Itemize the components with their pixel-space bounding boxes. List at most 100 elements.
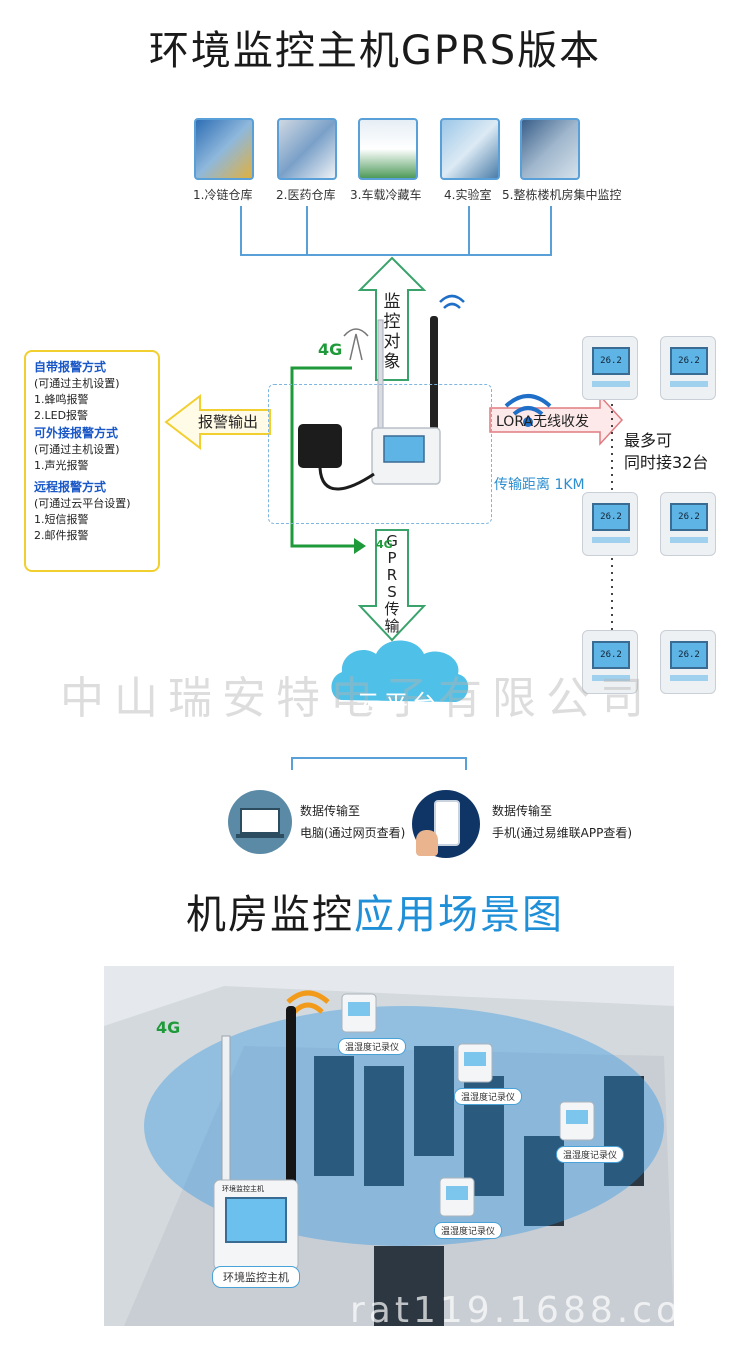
scenario-label: 1.冷链仓库	[193, 188, 253, 202]
pc-output-text: 数据传输至 电脑(通过网页查看)	[300, 800, 405, 844]
scenario-label: 5.整栋楼机房集中监控	[502, 188, 622, 202]
green-signal-line	[290, 366, 354, 548]
lora-label: LORA无线收发	[496, 414, 590, 430]
alarm-item: 1.蜂鸣报警	[34, 393, 89, 406]
alarm-item: 1.短信报警	[34, 513, 89, 526]
sensor-device: 26.2	[660, 492, 716, 556]
arrow-char: 输	[384, 617, 400, 635]
phone-output-line: 手机(通过易维联APP查看)	[492, 826, 633, 840]
sensor-device: 26.2	[660, 336, 716, 400]
host-antenna-right	[430, 316, 438, 436]
power-cable	[318, 467, 375, 491]
alarm-output-label: 报警输出	[198, 413, 259, 431]
tower-icon	[343, 328, 369, 361]
bracket-line	[240, 254, 552, 256]
recorder-label: 温湿度记录仪	[434, 1222, 503, 1239]
pc-icon	[228, 790, 292, 854]
sensor-screen: 26.2	[670, 347, 708, 375]
cold-storage-image	[194, 118, 254, 180]
gprs-arrow-text: G P R S 传 输	[380, 533, 404, 635]
server-room-scene: 4G 环境监控主机 温湿度记录仪 温湿度记录仪 温湿度记录仪 温湿度记录仪 环境…	[104, 966, 674, 1326]
lora-wifi-icon	[504, 394, 552, 427]
scene-title-part-b: 应用场景图	[354, 892, 564, 938]
power-adapter	[298, 424, 342, 468]
signal-4g-label: 4G	[318, 340, 343, 359]
pc-output-line: 数据传输至	[300, 804, 361, 818]
alarm-section-title: 远程报警方式	[34, 480, 107, 494]
sensor-screen: 26.2	[592, 503, 630, 531]
arrow-char: 对	[383, 332, 401, 352]
monitor-arrow-text: 监 控 对 象	[380, 292, 404, 372]
page-title: 环境监控主机GPRS版本	[148, 28, 602, 74]
scene-host-screen-title: 环境监控主机	[222, 1185, 264, 1193]
pharma-warehouse-image	[277, 118, 337, 180]
center-diagram	[164, 256, 624, 770]
sensor-screen: 26.2	[592, 347, 630, 375]
arrow-char: 传	[384, 600, 400, 618]
arrow-char: 监	[383, 292, 401, 312]
alarm-arrow-shape	[164, 393, 271, 451]
phone-output-text: 数据传输至 手机(通过易维联APP查看)	[492, 800, 632, 844]
scene-host-screen	[225, 1197, 287, 1243]
alarm-item: 2.LED报警	[34, 409, 89, 422]
recorder-label: 温湿度记录仪	[338, 1038, 407, 1055]
scene-4g-label: 4G	[156, 1018, 181, 1037]
device-count-line: 最多可	[624, 431, 673, 450]
sensor-device: 26.2	[582, 630, 638, 694]
alarm-item: 2.邮件报警	[34, 529, 89, 542]
alarm-item: 1.声光报警	[34, 459, 89, 472]
bracket-line	[550, 206, 552, 256]
scene-antenna-left	[221, 1035, 231, 1187]
arrow-char: G	[386, 532, 398, 550]
scene-title-part-a: 机房监控	[186, 892, 354, 938]
cloud-bracket	[291, 757, 467, 770]
sensor-device: 26.2	[582, 492, 638, 556]
bracket-line	[240, 206, 242, 256]
arrow-char: P	[387, 549, 397, 567]
company-watermark: 中山瑞安特电子有限公司	[60, 673, 654, 724]
sensor-screen: 26.2	[670, 641, 708, 669]
alarm-section-sub: (可通过云平台设置)	[34, 497, 131, 510]
orange-wifi-icon	[286, 990, 330, 1014]
phone-output-line: 数据传输至	[492, 804, 553, 818]
alarm-section-sub: (可通过主机设置)	[34, 377, 120, 390]
sensor-device: 26.2	[660, 630, 716, 694]
arrow-char: 象	[383, 352, 401, 372]
scenario-label: 3.车载冷藏车	[350, 188, 422, 202]
sensor-screen: 26.2	[592, 641, 630, 669]
gprs-arrow-shape	[357, 529, 427, 642]
laboratory-image	[440, 118, 500, 180]
arrow-char: 控	[383, 312, 401, 332]
server-room-image	[520, 118, 580, 180]
alarm-section-title: 自带报警方式	[34, 360, 107, 374]
device-count-line: 同时接32台	[624, 453, 709, 472]
signal-4g-small-label: 4G	[376, 538, 393, 551]
alarm-section-title: 可外接报警方式	[34, 426, 119, 440]
cloud-platform-label: 云平台	[356, 690, 440, 718]
bottom-watermark: rat119.1688.co	[350, 1290, 683, 1331]
wifi-icon	[439, 294, 465, 309]
alarm-methods-panel: 自带报警方式 (可通过主机设置) 1.蜂鸣报警 2.LED报警 可外接报警方式 …	[24, 350, 160, 572]
arrow-char: S	[387, 583, 397, 601]
recorder-label: 温湿度记录仪	[556, 1146, 625, 1163]
monitor-arrow-shape	[357, 256, 427, 381]
scenario-label: 4.实验室	[444, 188, 492, 202]
pc-output-line: 电脑(通过网页查看)	[300, 826, 406, 840]
host-dashed-frame	[268, 384, 492, 524]
refrigerated-truck-image	[358, 118, 418, 180]
phone-icon	[412, 790, 480, 858]
green-arrowhead	[354, 538, 366, 554]
alarm-section-sub: (可通过主机设置)	[34, 443, 120, 456]
scene-title: 机房监控应用场景图	[0, 882, 750, 940]
room-illustration	[104, 966, 674, 1326]
scenario-label: 2.医药仓库	[276, 188, 336, 202]
bracket-line	[306, 206, 308, 256]
bracket-line	[468, 206, 470, 256]
host-device-screen	[383, 435, 425, 463]
arrow-char: R	[386, 566, 398, 584]
cloud-shape	[331, 640, 469, 702]
sensor-screen: 26.2	[670, 503, 708, 531]
recorder-label: 温湿度记录仪	[454, 1088, 523, 1105]
scene-antenna-right	[286, 1006, 296, 1186]
transmission-distance: 传输距离 1KM	[494, 477, 585, 493]
